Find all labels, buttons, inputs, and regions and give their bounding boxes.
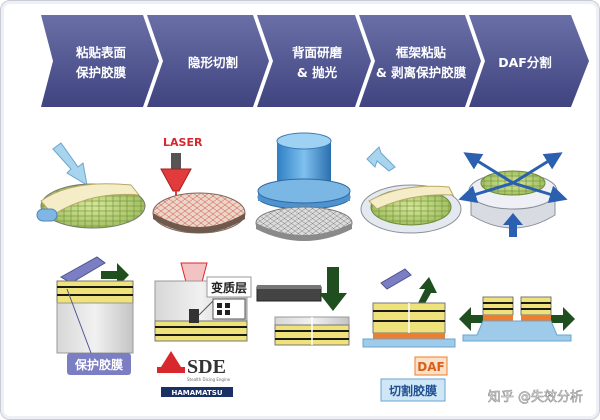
tape-roll bbox=[36, 208, 58, 222]
inset-dot bbox=[217, 303, 222, 308]
expand-arrow-icon bbox=[458, 181, 514, 203]
hamamatsu-brand: HAMAMATSU bbox=[172, 389, 223, 397]
step-1-line-2: 保护胶膜 bbox=[75, 65, 127, 80]
chip-left bbox=[482, 296, 514, 316]
step-4-line-2: & 剥离保护胶膜 bbox=[376, 65, 467, 80]
wafer-edge bbox=[153, 213, 245, 233]
push-up-arrow-icon bbox=[503, 213, 523, 237]
grinding-wheel-edge bbox=[257, 285, 321, 289]
step-chevron-2 bbox=[147, 15, 269, 107]
step-1-wafer-illustration bbox=[36, 142, 146, 229]
step-5-cross-section bbox=[459, 296, 575, 342]
daf-label: DAF bbox=[417, 360, 444, 374]
spindle-top bbox=[276, 132, 332, 150]
step-5-expander-illustration bbox=[458, 152, 568, 237]
daf-layer bbox=[373, 333, 445, 339]
step-3-cross-section bbox=[256, 267, 350, 346]
step-4-cross-section: DAF 切割胶膜 bbox=[362, 268, 456, 402]
step-chevron-1 bbox=[41, 15, 159, 107]
laser-label: LASER bbox=[163, 136, 203, 149]
grinding-wheel-section bbox=[256, 286, 322, 302]
step-3-grinder-illustration bbox=[255, 132, 353, 241]
protective-film-tag bbox=[67, 353, 131, 375]
sde-logo-icon bbox=[161, 351, 181, 367]
watermark: 知乎 @失效分析 bbox=[488, 389, 583, 405]
step-1-cross-section: 保护胶膜 bbox=[56, 256, 134, 375]
modified-layer-tag bbox=[206, 276, 252, 298]
inset-dot bbox=[225, 310, 230, 315]
daf-left bbox=[483, 315, 513, 321]
step-4-frame-illustration bbox=[360, 146, 462, 234]
step-4-line-1: 框架粘贴 bbox=[396, 45, 447, 60]
callout-line bbox=[198, 300, 214, 316]
expand-arrow-icon bbox=[512, 152, 563, 185]
chip-right bbox=[520, 296, 552, 316]
dicing-tape-layer bbox=[362, 338, 456, 348]
peel-arrow-icon bbox=[52, 142, 88, 186]
laser-nozzle-icon bbox=[160, 168, 192, 192]
protective-film-strip bbox=[60, 256, 106, 284]
expand-arrow-icon bbox=[512, 181, 568, 203]
green-arrow-icon bbox=[417, 277, 437, 307]
wafer-grid bbox=[256, 207, 352, 239]
expand-arrow-icon bbox=[463, 152, 514, 185]
step-banner: 粘贴表面 保护胶膜 隐形切割 背面研磨 & 抛光 框架粘贴 & 剥离保护胶膜 D… bbox=[41, 15, 589, 107]
protective-film-label: 保护胶膜 bbox=[74, 357, 123, 372]
step-chevron-5 bbox=[469, 15, 589, 107]
sde-logo-text: SDE bbox=[187, 356, 226, 378]
step-2-line-1: 隐形切割 bbox=[188, 55, 238, 70]
callout-line bbox=[66, 288, 92, 354]
green-right-arrow-icon bbox=[541, 307, 575, 331]
sde-logo-subtext: Stealth Dicing Engine bbox=[187, 377, 231, 382]
green-down-arrow-icon bbox=[319, 267, 347, 311]
sde-logo-base bbox=[157, 367, 185, 373]
zoom-inset bbox=[212, 298, 246, 320]
grinding-wheel-top bbox=[257, 178, 351, 204]
step-5-line-1: DAF分割 bbox=[498, 55, 552, 70]
inset-dot bbox=[217, 310, 222, 315]
inset-dot bbox=[225, 303, 230, 308]
step-2-cross-section: 变质层 SDE Stealth Dicing Engine HAMAMATSU bbox=[154, 262, 252, 397]
step-2-wafer-illustration: LASER bbox=[152, 136, 246, 234]
step-chevron-3 bbox=[257, 15, 371, 107]
daf-tag bbox=[414, 356, 448, 376]
modified-layer-mark bbox=[189, 309, 199, 323]
protective-tape-sheet bbox=[368, 185, 454, 210]
step-1-line-1: 粘贴表面 bbox=[76, 45, 127, 60]
wafer-layer bbox=[154, 320, 248, 342]
daf-right bbox=[521, 315, 551, 321]
step-3-line-1: 背面研磨 bbox=[292, 45, 343, 60]
peel-arrow-icon bbox=[366, 146, 396, 172]
wafer-edge bbox=[256, 223, 352, 241]
laser-head bbox=[171, 153, 181, 169]
wafer-scribe-grid bbox=[153, 193, 245, 233]
modified-layer-label: 变质层 bbox=[211, 280, 247, 295]
stretched-tape bbox=[462, 320, 572, 342]
green-left-arrow-icon bbox=[459, 307, 493, 331]
sde-logo: SDE Stealth Dicing Engine HAMAMATSU bbox=[157, 351, 233, 397]
wafer-substrate bbox=[56, 302, 134, 354]
dicing-tape-tag bbox=[380, 378, 446, 402]
step-3-line-2: & 抛光 bbox=[297, 65, 338, 80]
step-chevron-4 bbox=[359, 15, 481, 107]
dicing-tape-label: 切割胶膜 bbox=[389, 383, 437, 398]
hamamatsu-bar bbox=[161, 387, 233, 397]
protective-film-strip bbox=[380, 268, 412, 290]
protective-tape-sheet bbox=[40, 183, 141, 216]
